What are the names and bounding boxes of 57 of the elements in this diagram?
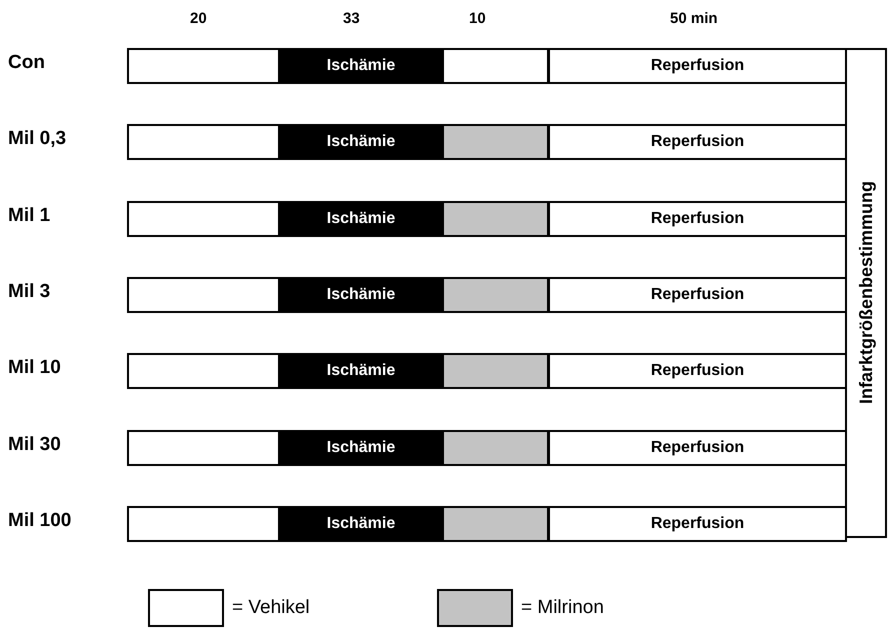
- segment-label: Ischämie: [326, 438, 396, 456]
- phase-segment: [279, 430, 443, 466]
- phase-segment: [127, 48, 280, 84]
- vertical-label: Infarktgrößenbestimmung: [856, 181, 876, 404]
- phase-segment: [127, 353, 280, 390]
- phase-segment: [442, 430, 549, 466]
- phase-segment: [442, 506, 549, 542]
- row-label: Con: [8, 52, 45, 74]
- phase-segment: [279, 353, 443, 390]
- phase-segment: [127, 430, 280, 466]
- phase-segment: [127, 200, 280, 237]
- time-label: 20: [190, 10, 207, 27]
- segment-label: Ischämie: [326, 362, 396, 380]
- phase-segment: [279, 200, 443, 237]
- row-label: Mil 100: [8, 510, 72, 532]
- segment-label: Reperfusion: [650, 286, 744, 304]
- row-label: Mil 0,3: [8, 128, 66, 150]
- phase-segment: [442, 48, 549, 84]
- legend-label: = Vehikel: [232, 597, 310, 619]
- phase-segment: [279, 48, 443, 84]
- row-label: Mil 3: [8, 280, 50, 303]
- phase-segment: [442, 276, 549, 313]
- row-label: Mil 1: [8, 204, 50, 227]
- segment-label: Ischämie: [326, 286, 396, 304]
- phase-segment: [279, 124, 443, 160]
- segment-label: Ischämie: [326, 514, 396, 533]
- phase-segment: [442, 200, 549, 237]
- phase-segment: [279, 276, 443, 313]
- phase-segment: [127, 124, 280, 160]
- phase-segment: [548, 124, 847, 160]
- row-label: Mil 30: [8, 434, 61, 456]
- segment-label: Reperfusion: [650, 57, 744, 75]
- time-label: 10: [469, 10, 486, 27]
- segment-label: Reperfusion: [650, 362, 744, 380]
- segment-label: Ischämie: [326, 57, 396, 75]
- phase-segment: [279, 506, 443, 542]
- phase-segment: [548, 48, 847, 84]
- segment-label: Reperfusion: [650, 514, 744, 533]
- row-label: Mil 10: [8, 357, 61, 380]
- segment-label: Ischämie: [326, 210, 396, 228]
- phase-segment: [548, 200, 847, 237]
- segment-label: Ischämie: [326, 133, 396, 152]
- legend-label: = Milrinon: [521, 597, 604, 619]
- segment-label: Reperfusion: [650, 133, 744, 152]
- time-label: 50 min: [670, 10, 718, 27]
- phase-segment: [442, 353, 549, 390]
- phase-segment: [127, 276, 280, 313]
- phase-segment: [548, 430, 847, 466]
- measurement-box: [845, 48, 887, 538]
- segment-label: Reperfusion: [650, 210, 744, 228]
- phase-segment: [548, 353, 847, 390]
- time-label: 33: [343, 10, 360, 27]
- phase-segment: [548, 506, 847, 542]
- segment-label: Reperfusion: [650, 438, 744, 456]
- phase-segment: [548, 276, 847, 313]
- phase-segment: [442, 124, 549, 160]
- phase-segment: [127, 506, 280, 542]
